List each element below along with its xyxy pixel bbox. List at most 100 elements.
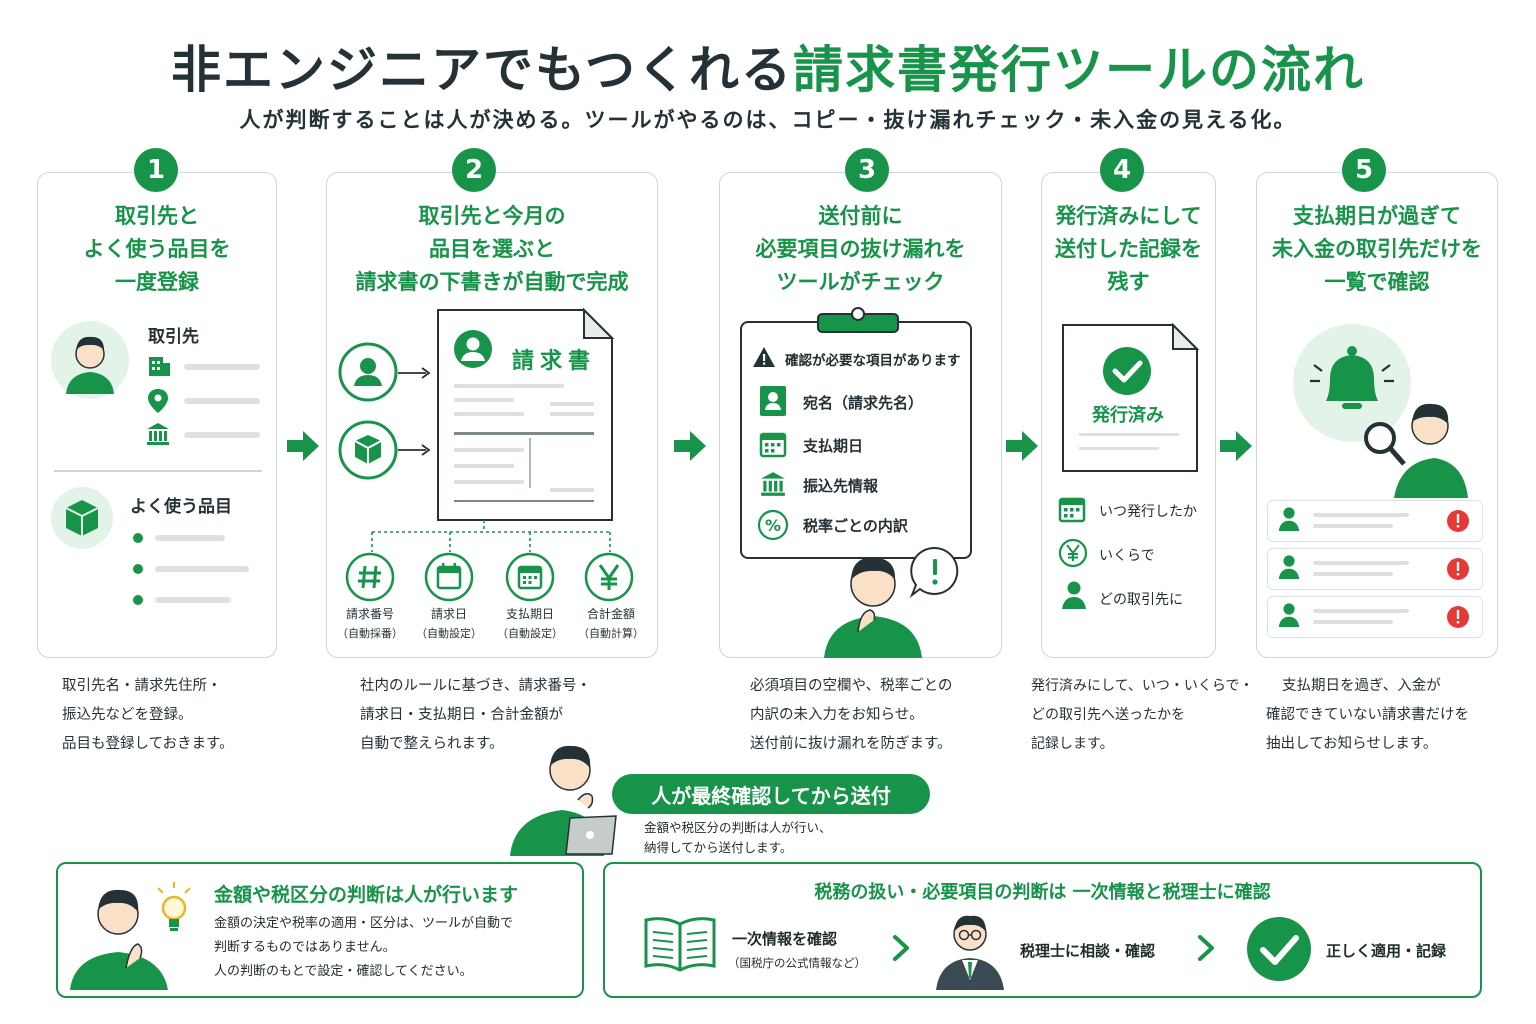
step-4-title: 発行済みにして送付した記録を残す — [1055, 204, 1202, 294]
alert-text: 確認が必要な項目があります — [785, 353, 961, 369]
thinking-person-icon — [824, 557, 922, 658]
tax-accountant-icon — [936, 915, 1004, 990]
step-4-description: 発行済みにして、いつ・いくらで・どの取引先へ送ったかを記録します。 — [1031, 678, 1254, 752]
final-check-note: 金額や税区分の判断は人が行い、納得してから送付します。 — [644, 820, 832, 855]
check-item-due-date: 支払期日 — [803, 437, 864, 455]
open-book-icon — [644, 917, 716, 972]
client-line — [184, 432, 260, 438]
lightbulb-icon — [157, 882, 191, 931]
chevron-right-icon — [893, 935, 909, 961]
tax-confirmation-title: 税務の扱い・必要項目の判断は 一次情報と税理士に確認 — [814, 882, 1271, 903]
warning-icon — [753, 347, 775, 367]
check-item-tax-breakdown: 税率ごとの内訳 — [803, 517, 908, 535]
small-arrow-icon — [398, 444, 431, 456]
box-circle-icon — [338, 420, 398, 480]
location-pin-icon — [148, 389, 168, 413]
field-invoice-number: 請求番号（自動採番） — [337, 607, 403, 640]
unpaid-line — [1313, 513, 1409, 517]
primary-info-sub: （国税庁の公式情報など） — [728, 956, 866, 970]
arrow-right-icon — [287, 431, 319, 461]
title-dark: 非エンジニアでもつくれる — [171, 41, 793, 99]
field-invoice-date: 請求日（自動設定） — [416, 607, 482, 640]
arrow-right-icon — [1006, 431, 1038, 461]
laptop-person-icon — [510, 745, 617, 856]
page-title: 非エンジニアでもつくれる請求書発行ツールの流れ — [0, 30, 1536, 102]
bank-icon — [761, 472, 785, 496]
bullet-dot — [133, 595, 143, 605]
svg-text:%: % — [765, 516, 781, 535]
client-label: 取引先 — [148, 327, 199, 347]
bullet-dot — [133, 564, 143, 574]
item-line — [155, 566, 249, 572]
bullet-dot — [133, 533, 143, 543]
field-due-date: 支払期日（自動設定） — [497, 607, 563, 640]
person-magnifier-icon — [1364, 403, 1468, 498]
bell-icon — [1293, 324, 1411, 442]
step-4-badge: 4 — [1100, 148, 1144, 192]
alert-icon — [1447, 510, 1469, 532]
page-subtitle: 人が判断することは人が決める。ツールがやるのは、コピー・抜け漏れチェック・未入金… — [239, 108, 1297, 132]
user-avatar-icon — [454, 330, 492, 368]
check-circle-icon — [1103, 347, 1151, 395]
small-arrow-icon — [398, 367, 431, 379]
step-1-badge: 1 — [134, 148, 178, 192]
apply-record-label: 正しく適用・記録 — [1326, 942, 1447, 960]
arrow-right-icon — [674, 431, 706, 461]
person-icon — [1062, 581, 1086, 609]
record-to-whom: どの取引先に — [1099, 592, 1183, 608]
step-1-description: 取引先名・請求先住所・振込先などを登録。品目も登録しておきます。 — [62, 678, 234, 752]
human-judgment-text: 金額の決定や税率の適用・区分は、ツールが自動で判断するものではありません。人の判… — [214, 916, 514, 979]
human-judgment-title: 金額や税区分の判断は人が行います — [214, 884, 519, 906]
step-2-title: 取引先と今月の品目を選ぶと請求書の下書きが自動で完成 — [355, 204, 629, 294]
unpaid-line — [1313, 561, 1409, 565]
tax-confirmation-box — [603, 862, 1482, 998]
person-circle-icon — [338, 342, 398, 402]
invoice-doc-title: 請求書 — [512, 349, 597, 374]
consult-accountant-label: 税理士に相談・確認 — [1020, 942, 1156, 960]
bank-icon — [147, 423, 169, 445]
step-2-badge: 2 — [452, 148, 496, 192]
step-3-title: 送付前に必要項目の抜け漏れをツールがチェック — [755, 204, 966, 294]
calendar-grid-icon — [505, 552, 555, 602]
box-icon — [51, 487, 113, 549]
field-total-amount: 合計金額（自動計算） — [578, 607, 644, 640]
person-icon — [1278, 507, 1300, 531]
clipboard-clip-icon — [817, 307, 899, 333]
primary-info-label: 一次情報を確認 — [732, 930, 838, 948]
check-item-bank-info: 振込先情報 — [803, 477, 879, 495]
exclamation-bubble-icon — [909, 546, 959, 598]
client-avatar-icon — [51, 321, 129, 399]
dotted-connector — [371, 520, 611, 552]
chevron-right-icon — [1198, 935, 1214, 961]
issued-stamp: 発行済み — [1092, 405, 1164, 426]
person-icon — [1278, 603, 1300, 627]
step-5-description: 支払期日を過ぎ、入金が確認できていない請求書だけを抽出してお知らせします。 — [1266, 678, 1469, 752]
client-line — [184, 364, 260, 370]
check-circle-icon — [1247, 917, 1311, 981]
final-check-pill: 人が最終確認してから送付 — [612, 774, 930, 814]
unpaid-line — [1313, 572, 1393, 576]
item-line — [155, 597, 231, 603]
calendar-grid-icon — [759, 432, 787, 458]
alert-icon — [1447, 606, 1469, 628]
contact-card-icon — [760, 386, 786, 416]
arrow-right-icon — [1220, 431, 1252, 461]
unpaid-line — [1313, 620, 1393, 624]
thinking-person-icon — [70, 889, 168, 990]
record-when: いつ発行したか — [1099, 504, 1197, 520]
step-1-title: 取引先とよく使う品目を一度登録 — [83, 204, 231, 294]
yen-icon — [1058, 538, 1088, 568]
step-3-badge: 3 — [845, 148, 889, 192]
step-3-description: 必須項目の空欄や、税率ごとの内訳の未入力をお知らせ。送付前に抜け漏れを防ぎます。 — [750, 678, 953, 752]
item-label: よく使う品目 — [130, 497, 232, 517]
building-icon — [149, 357, 170, 376]
step-1-card — [37, 172, 277, 658]
alert-icon — [1447, 558, 1469, 580]
calendar-grid-icon — [1058, 497, 1086, 523]
item-line — [155, 535, 225, 541]
unpaid-line — [1313, 609, 1409, 613]
yen-icon — [584, 552, 634, 602]
issued-document — [1062, 323, 1199, 472]
title-green: 請求書発行ツールの流れ — [793, 41, 1365, 99]
hash-icon — [345, 552, 395, 602]
